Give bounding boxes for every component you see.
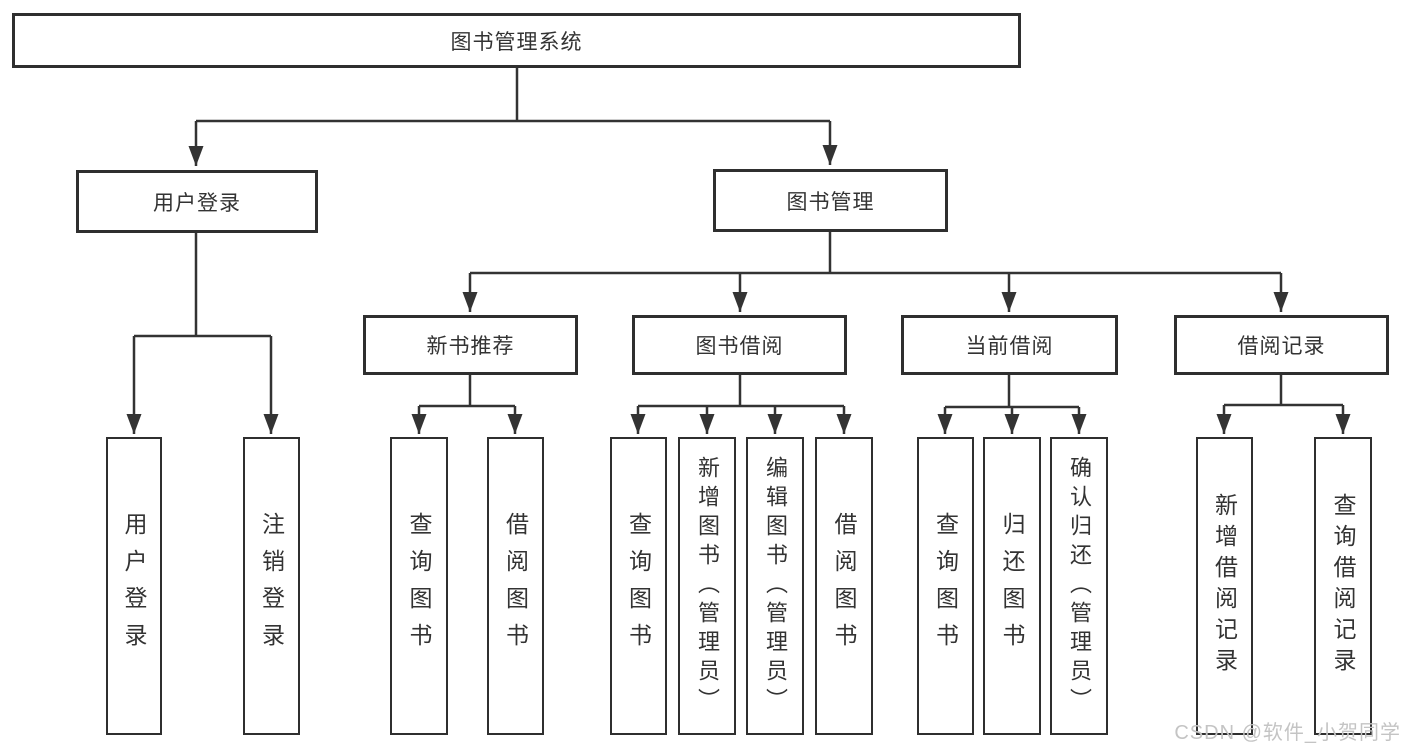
csdn-watermark: CSDN @软件_小贺同学 xyxy=(1174,722,1401,744)
node-current-borrow: 当前借阅 xyxy=(901,315,1118,375)
leaf-edit-books-admin: 编辑图书（管理员） xyxy=(746,437,804,735)
leaf-query-books: 查询图书 xyxy=(917,437,974,735)
node-label: 查询借阅记录 xyxy=(1330,493,1356,679)
node-label: 图书管理 xyxy=(786,190,875,214)
node-label: 图书借阅 xyxy=(695,335,784,358)
node-label: 查询图书 xyxy=(932,512,959,660)
leaf-return-books: 归还图书 xyxy=(983,437,1041,735)
node-label: 借阅图书 xyxy=(831,512,857,660)
node-label: 用户登录 xyxy=(153,191,241,215)
leaf-add-borrow-record: 新增借阅记录 xyxy=(1196,437,1253,735)
node-book-borrowing: 图书借阅 xyxy=(632,315,847,375)
leaf-borrow-books: 借阅图书 xyxy=(815,437,873,735)
leaf-add-books-admin: 新增图书（管理员） xyxy=(678,437,736,735)
node-new-book-recommend: 新书推荐 xyxy=(363,315,578,375)
node-root-system: 图书管理系统 xyxy=(12,13,1021,68)
leaf-query-borrow-record: 查询借阅记录 xyxy=(1314,437,1372,735)
node-label: 当前借阅 xyxy=(965,335,1054,358)
node-label: 查询图书 xyxy=(625,512,652,660)
node-label: 借阅图书 xyxy=(502,512,529,660)
node-label: 注销登录 xyxy=(258,512,285,660)
node-label: 用户登录 xyxy=(121,512,147,660)
leaf-query-books: 查询图书 xyxy=(610,437,667,735)
leaf-confirm-return-admin: 确认归还（管理员） xyxy=(1050,437,1108,735)
node-label: 新增图书（管理员） xyxy=(695,455,720,717)
node-label: 确认归还（管理员） xyxy=(1067,455,1092,717)
node-label: 图书管理系统 xyxy=(450,30,583,54)
node-borrow-records: 借阅记录 xyxy=(1174,315,1389,375)
node-label: 新书推荐 xyxy=(426,335,515,358)
leaf-logout: 注销登录 xyxy=(243,437,300,735)
node-label: 新增借阅记录 xyxy=(1211,493,1238,679)
leaf-query-books: 查询图书 xyxy=(390,437,448,735)
node-user-login: 用户登录 xyxy=(76,170,318,233)
node-label: 查询图书 xyxy=(406,512,432,660)
leaf-user-login: 用户登录 xyxy=(106,437,162,735)
leaf-borrow-books: 借阅图书 xyxy=(487,437,544,735)
node-label: 编辑图书（管理员） xyxy=(763,455,788,717)
node-label: 借阅记录 xyxy=(1237,335,1326,358)
node-book-management: 图书管理 xyxy=(713,169,948,232)
node-label: 归还图书 xyxy=(999,512,1025,660)
